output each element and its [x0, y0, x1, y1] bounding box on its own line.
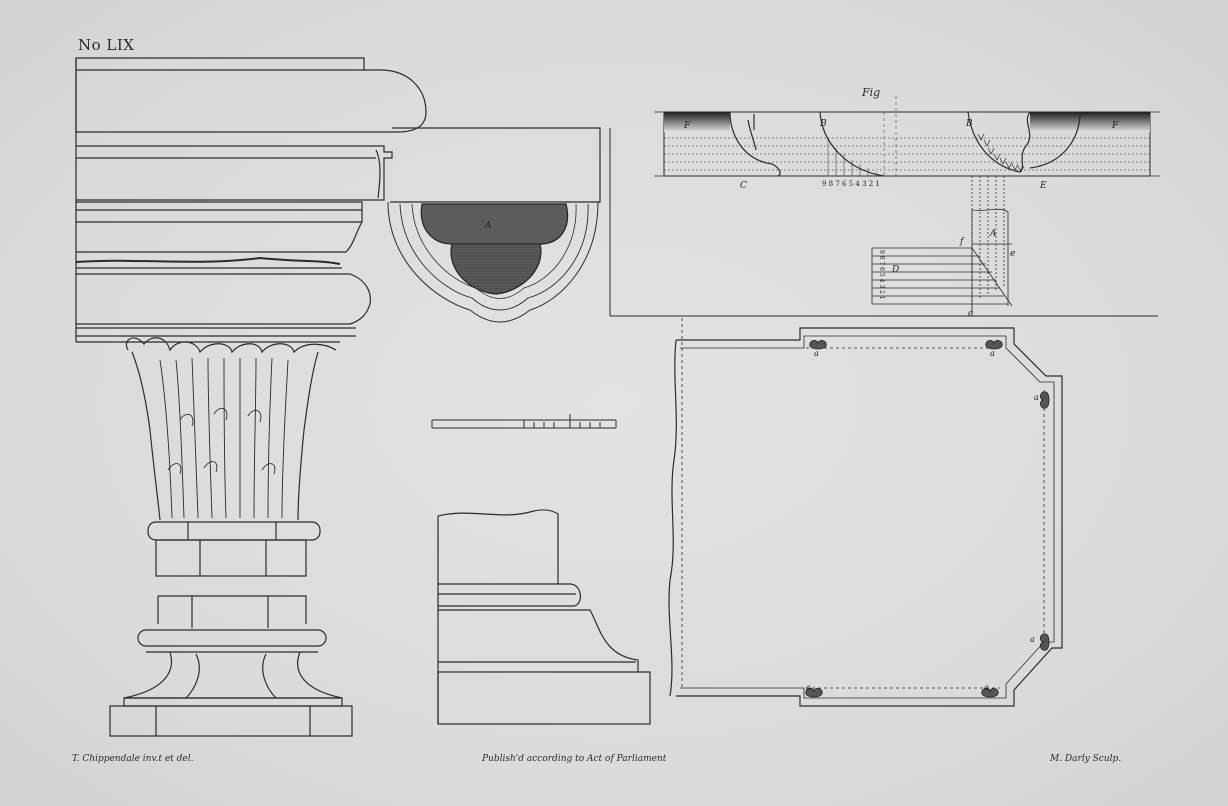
- section-a-plan: [387, 128, 1158, 323]
- figure-label-d: D: [891, 265, 899, 275]
- figure-label-a-small: A: [989, 229, 997, 239]
- figure-label-e-small: e: [1010, 249, 1015, 259]
- figure-label-f-left: F: [683, 121, 691, 131]
- plan-corner-label: a: [984, 683, 989, 692]
- figure-ordinate-scale-vertical: 9 8 7 6 5 4 3 2 1: [878, 250, 885, 300]
- figure-label-f-right: F: [1111, 121, 1119, 131]
- figure-label-b-right: B: [965, 119, 973, 129]
- cornice-return: [390, 127, 601, 203]
- plan-corner-label: a: [1034, 393, 1039, 402]
- publisher-credit: Publish'd according to Act of Parliament: [482, 754, 667, 764]
- figure-label-f: f: [959, 237, 965, 247]
- figure-label-b-left: B: [819, 119, 827, 129]
- plan-corner-label: a: [814, 349, 819, 358]
- figure-title: Fig: [862, 86, 881, 99]
- figure-label-e: E: [1039, 181, 1047, 191]
- designer-credit: T. Chippendale inv.t et del.: [72, 754, 194, 764]
- entablature-cornice: [75, 57, 427, 343]
- room-plan: [668, 318, 1063, 707]
- pedestal-profile: [437, 509, 651, 725]
- scale-bar: [431, 414, 617, 429]
- plan-corner-label: a: [990, 349, 995, 358]
- engraver-credit: M. Darly Sculp.: [1050, 754, 1122, 764]
- plate-number: No LIX: [78, 36, 135, 54]
- section-a-label: A: [484, 221, 492, 231]
- figure-projection: [871, 176, 1013, 316]
- figure-ordinate-scale: 9 8 7 6 5 4 3 2 1: [822, 180, 880, 188]
- figure-label-c-small: c: [968, 309, 973, 319]
- figure-label-c: C: [740, 181, 747, 191]
- figure-profile: [654, 96, 1160, 177]
- plan-corner-label: a: [1030, 635, 1035, 644]
- acanthus-capital: [125, 337, 337, 577]
- plan-corner-label: a: [806, 683, 811, 692]
- column-base: [109, 595, 353, 737]
